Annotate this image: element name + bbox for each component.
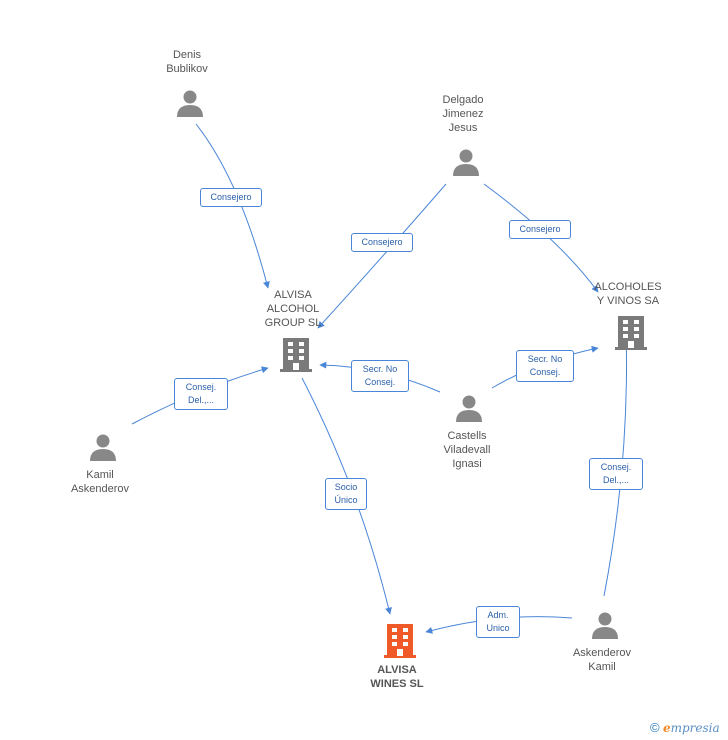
node-label-askenderov-kamil: Askenderov Kamil	[572, 647, 632, 673]
person-icon[interactable]	[451, 147, 481, 177]
person-icon[interactable]	[454, 393, 484, 423]
brand-logo[interactable]: empresia	[662, 721, 720, 735]
building-icon[interactable]	[280, 336, 312, 372]
edge-label-socio-unico[interactable]: Socio Único	[325, 478, 367, 510]
edge-label-secr-no-consej[interactable]: Secr. No Consej.	[516, 350, 574, 382]
edge-label-secr-no-consej[interactable]: Secr. No Consej.	[351, 360, 409, 392]
person-icon[interactable]	[175, 88, 205, 118]
node-label-alcoholes-y-vinos: ALCOHOLES Y VINOS SA	[594, 281, 662, 307]
edge-delgado-to-alvisa-group	[317, 183, 447, 329]
copyright-symbol: ©	[650, 720, 660, 735]
node-label-alvisa-wines: ALVISA WINES SL	[370, 664, 424, 690]
building-icon[interactable]	[384, 622, 416, 658]
person-icon[interactable]	[88, 432, 118, 462]
node-label-denis-bublikov: Denis Bublikov	[166, 49, 208, 75]
edge-label-consejero[interactable]: Consejero	[200, 188, 262, 207]
edge-label-consej-del[interactable]: Consej. Del.,...	[589, 458, 643, 490]
edge-label-consejero[interactable]: Consejero	[509, 220, 571, 239]
node-label-delgado-jimenez-jesus: Delgado Jimenez Jesus	[442, 94, 484, 134]
person-icon[interactable]	[590, 610, 620, 640]
edge-label-consej-del[interactable]: Consej. Del.,...	[174, 378, 228, 410]
edge-label-adm-unico[interactable]: Adm. Unico	[476, 606, 520, 638]
building-icon[interactable]	[615, 314, 647, 350]
node-label-kamil-askenderov: Kamil Askenderov	[70, 469, 130, 495]
node-label-castells-viladevall-ignasi: Castells Viladevall Ignasi	[443, 430, 491, 470]
edge-label-consejero[interactable]: Consejero	[351, 233, 413, 252]
node-label-alvisa-alcohol-group: ALVISA ALCOHOL GROUP SL	[264, 289, 322, 329]
credit-footer: © empresia	[650, 720, 720, 735]
